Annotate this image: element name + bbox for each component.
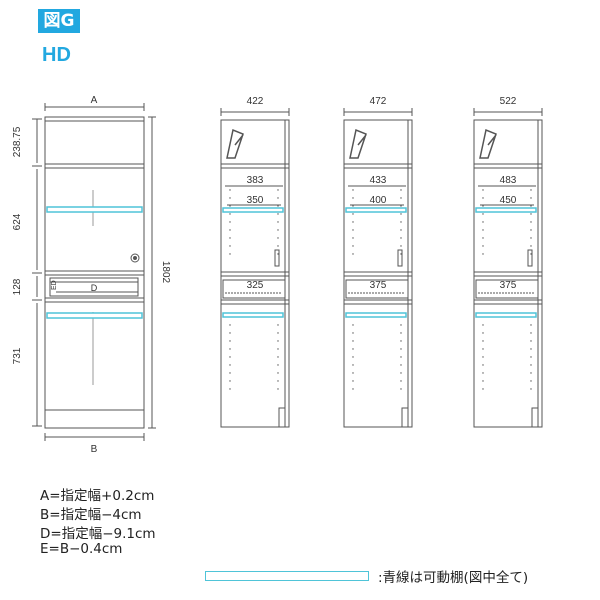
drawer: [475, 279, 539, 299]
movable-shelf: [222, 312, 284, 318]
variant-movable-shelves-2: [345, 207, 407, 318]
drawer: [49, 277, 139, 297]
shelf-width-label: 450: [500, 195, 517, 206]
height-label-upper: 624: [12, 213, 23, 230]
door-handle: [527, 249, 533, 267]
shelf-width-label: 350: [247, 195, 264, 206]
cabinet-body: [44, 116, 145, 429]
cabinet-variant-3: [473, 108, 543, 428]
drawer-width-label: 375: [500, 280, 517, 291]
lift-hinge-icon: [479, 128, 497, 159]
formula-a: A=指定幅+0.2cm: [40, 488, 155, 504]
formula-d: D=指定幅−9.1cm: [40, 526, 156, 542]
height-label-top: 238.75: [12, 126, 23, 157]
figure-label-badge: 図G: [38, 9, 80, 33]
height-label-lower: 731: [12, 347, 23, 364]
height-label-drawer: 128: [12, 278, 23, 295]
left-cabinet-diagram: [32, 103, 156, 441]
total-height-label: 1802: [160, 261, 171, 284]
movable-shelf: [345, 207, 407, 213]
drawer-width-label: 375: [370, 280, 387, 291]
door-handle: [397, 249, 403, 267]
outer-width-label: 472: [370, 96, 387, 107]
inner-width-label: 433: [370, 175, 387, 186]
inner-width-label: 483: [500, 175, 517, 186]
width-a-label: A: [91, 95, 98, 106]
cabinet-body: [220, 119, 290, 428]
outer-width-label: 422: [247, 96, 264, 107]
shelf-width-label: 400: [370, 195, 387, 206]
left-movable-shelves: [46, 206, 143, 319]
door-handle: [130, 253, 140, 263]
movable-shelf: [475, 312, 537, 318]
variant-movable-shelves-1: [222, 207, 284, 318]
movable-shelf: [475, 207, 537, 213]
lift-hinge-icon: [349, 128, 367, 159]
formula-b: B=指定幅−4cm: [40, 507, 142, 523]
movable-shelf-legend-text: :青線は可動棚(図中全て): [378, 570, 529, 586]
width-b-label: B: [91, 444, 98, 455]
drawer: [345, 279, 409, 299]
movable-shelf: [345, 312, 407, 318]
drawer: [222, 279, 286, 299]
cabinet-body: [473, 119, 543, 428]
cabinet-variant-1: [220, 108, 290, 428]
cabinet-body: [343, 119, 413, 428]
movable-shelf: [46, 312, 143, 319]
variant-movable-shelves-3: [475, 207, 537, 318]
door-handle: [274, 249, 280, 267]
cabinet-variant-2: [343, 108, 413, 428]
formula-e: E=B−0.4cm: [40, 541, 123, 557]
movable-shelf: [222, 207, 284, 213]
inner-width-label: 383: [247, 175, 264, 186]
movable-shelf: [46, 206, 143, 213]
movable-shelf-legend-swatch: [205, 571, 369, 581]
drawer-width-label: 325: [247, 280, 264, 291]
drawer-e-label: ED: [51, 280, 58, 290]
lift-hinge-icon: [226, 128, 244, 159]
outer-width-label: 522: [500, 96, 517, 107]
model-title: HD: [42, 44, 71, 66]
drawer-d-label: D: [91, 283, 98, 293]
